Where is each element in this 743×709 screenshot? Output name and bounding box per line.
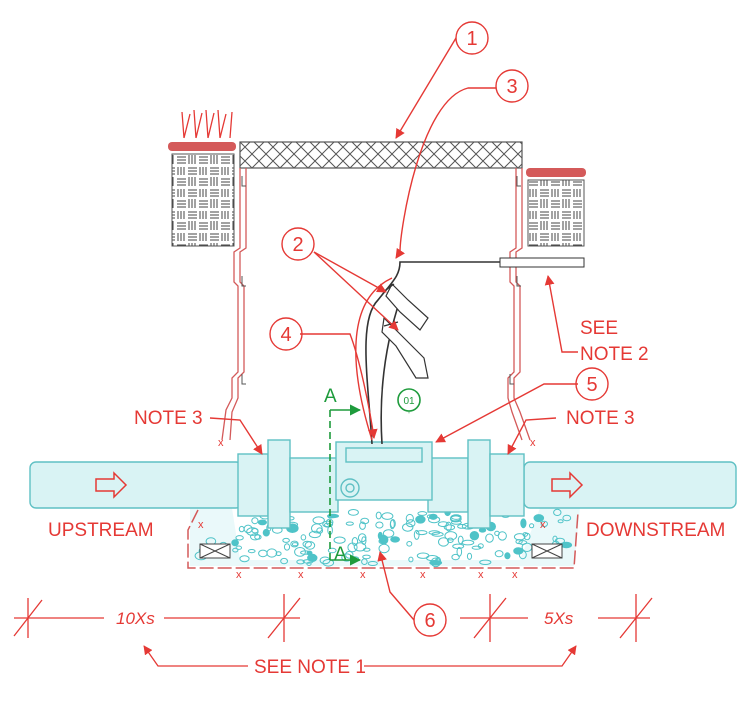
upstream-distance: 10Xs — [116, 609, 155, 628]
svg-text:x: x — [236, 569, 242, 581]
svg-text:3: 3 — [506, 76, 517, 98]
downstream-distance: 5Xs — [544, 609, 574, 628]
trench-outline — [187, 509, 579, 569]
sensor-probe-icon — [381, 282, 429, 379]
svg-text:4: 4 — [280, 324, 291, 346]
pipe-downstream — [523, 461, 737, 509]
svg-text:x: x — [218, 437, 224, 449]
see-note-2-line2: NOTE 2 — [580, 344, 649, 365]
callout-5: 5 — [575, 367, 609, 401]
svg-text:x: x — [360, 569, 366, 581]
see-note-2-line1: SEE — [580, 318, 618, 339]
note-3-left: NOTE 3 — [134, 408, 203, 429]
svg-text:x: x — [420, 569, 426, 581]
detail-tag: 01 — [397, 388, 421, 414]
svg-text:1: 1 — [466, 28, 477, 50]
callout-2: 2 — [281, 227, 315, 261]
section-marker-bottom: A — [334, 544, 347, 565]
pipe-upstream — [29, 461, 243, 509]
svg-text:x: x — [478, 569, 484, 581]
section-line-a — [329, 404, 362, 566]
svg-text:5: 5 — [586, 374, 597, 396]
gravel-bed — [190, 508, 580, 568]
flow-arrow-icon — [95, 471, 584, 499]
upstream-label: UPSTREAM — [48, 520, 154, 541]
ground-surface-right — [526, 168, 586, 177]
callout-4: 4 — [269, 317, 303, 351]
section-marker-top: A — [324, 386, 337, 407]
ground-surface-left — [168, 142, 236, 151]
svg-text:x: x — [512, 569, 518, 581]
valve-box-lid — [239, 141, 523, 169]
cable-conduit — [499, 257, 585, 268]
dimension-lines — [13, 594, 653, 642]
svg-text:x: x — [540, 519, 546, 531]
svg-text:x: x — [298, 569, 304, 581]
soil-block-right — [527, 179, 585, 247]
valve-box-walls — [221, 168, 531, 441]
callout-leaders — [209, 37, 578, 621]
soil-block-left — [171, 153, 235, 247]
note-3-right: NOTE 3 — [566, 408, 635, 429]
callout-1: 1 — [455, 21, 489, 55]
callout-6: 6 — [413, 603, 447, 637]
svg-text:01: 01 — [403, 396, 415, 407]
coupling-left — [237, 439, 339, 529]
svg-text:2: 2 — [292, 234, 303, 256]
downstream-label: DOWNSTREAM — [586, 520, 725, 541]
svg-text:6: 6 — [424, 610, 435, 632]
see-note-1: SEE NOTE 1 — [254, 657, 366, 678]
callout-3: 3 — [495, 69, 529, 103]
coupling-right — [427, 439, 525, 529]
support-block-left — [199, 543, 231, 559]
see-note-1-leaders — [143, 645, 577, 667]
svg-text:x: x — [198, 519, 204, 531]
grass-icon — [181, 109, 233, 139]
svg-text:x: x — [530, 437, 536, 449]
sensor-body — [335, 441, 433, 501]
signal-cable — [365, 261, 500, 445]
support-block-right — [531, 543, 563, 559]
